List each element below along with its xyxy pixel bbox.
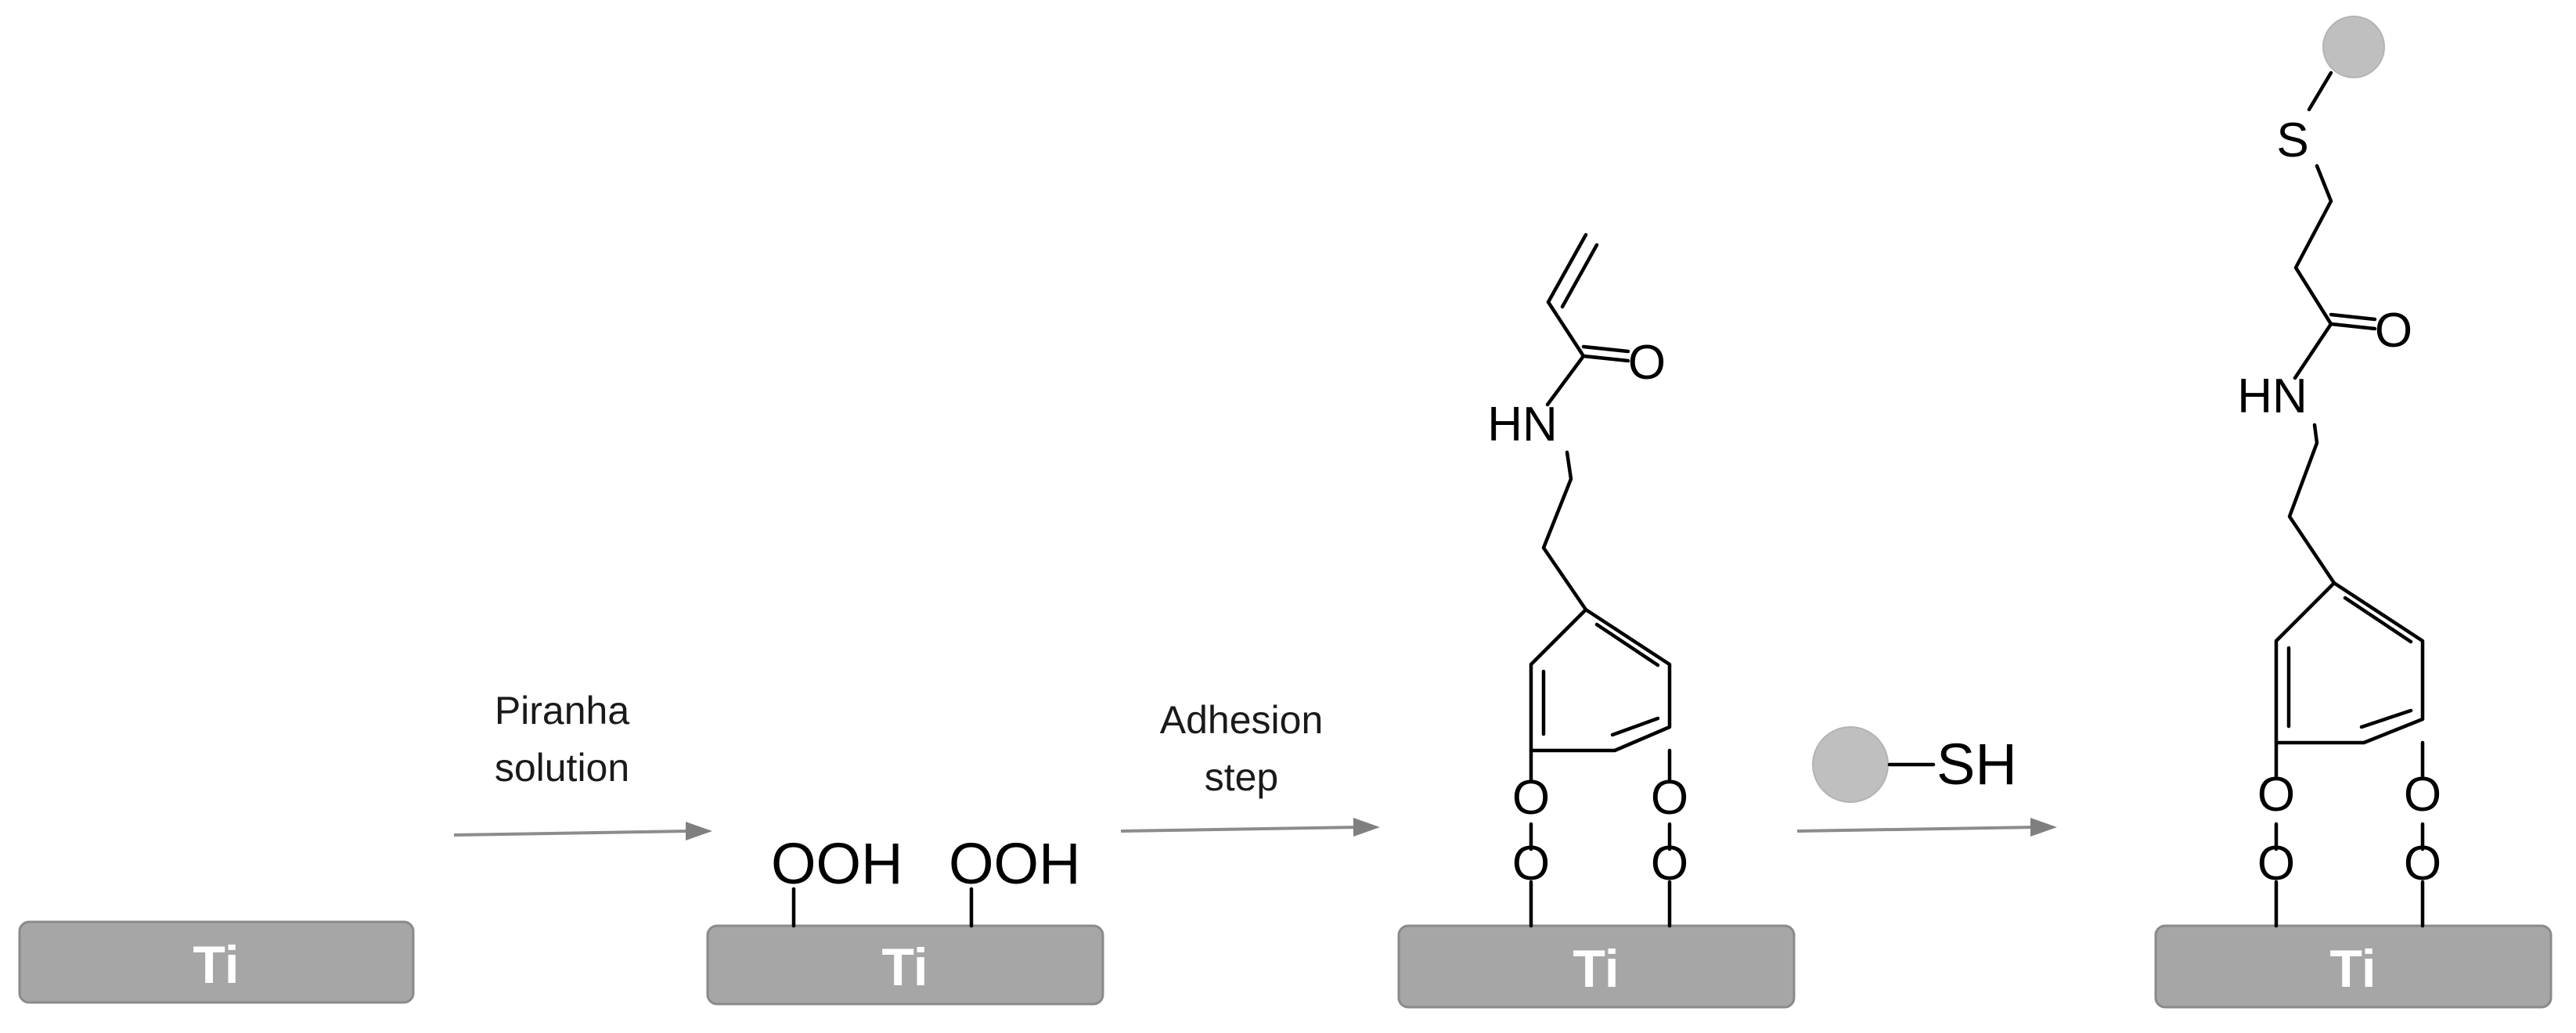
arrow-1-caption-line1: Piranha (495, 689, 630, 732)
arrow-2-caption-line1: Adhesion (1160, 698, 1324, 742)
conjugated-bead (2322, 16, 2385, 78)
oxygen-atom: O (2404, 768, 2441, 822)
thioether-sulfur: S (2276, 113, 2308, 167)
arrow-1-caption-line2: solution (495, 746, 629, 790)
arrow-2-caption-line2: step (1205, 755, 1279, 799)
ti-plate-label: Ti (2329, 939, 2376, 999)
hydroxyl-group-2: OOH (949, 831, 1081, 896)
thiol-label: SH (1937, 732, 2017, 797)
hydroxyl-group-1: OOH (771, 831, 903, 896)
oxygen-atom: O (2404, 837, 2441, 891)
oxygen-atom: O (1512, 771, 1550, 825)
ti-plate-label: Ti (1573, 939, 1619, 999)
stage-4-functionalized-ti: Ti O O O O HN O S (2154, 16, 2553, 1009)
stage-2-hydroxylated-ti: Ti OOH OOH (706, 831, 1104, 1006)
carbonyl-oxygen: O (2375, 304, 2412, 358)
stage-3-dopamine-coated-ti: Ti O O O O HN O (1397, 232, 1796, 1009)
reaction-arrow-2: Adhesion step (1120, 698, 1380, 837)
oxygen-atom: O (1651, 771, 1688, 825)
ti-plate-4: Ti (2154, 924, 2553, 1009)
reaction-arrow-3: SH (1796, 726, 2057, 837)
reaction-arrow-1: Piranha solution (453, 689, 712, 840)
ti-plate-3: Ti (1397, 924, 1796, 1009)
ti-plate-2: Ti (706, 924, 1104, 1006)
thiol-bead (1812, 726, 1889, 803)
oxygen-atom: O (1512, 837, 1550, 891)
ti-plate-label: Ti (881, 938, 928, 997)
oxygen-atom: O (1651, 837, 1688, 891)
stage-1-bare-ti: Ti (18, 920, 415, 1004)
carbonyl-oxygen: O (1628, 336, 1666, 390)
ti-plate-1: Ti (18, 920, 415, 1004)
ti-plate-label: Ti (193, 935, 239, 995)
oxygen-atom: O (2257, 837, 2295, 891)
oxygen-atom: O (2257, 768, 2295, 822)
amide-nitrogen: HN (1487, 398, 1558, 452)
